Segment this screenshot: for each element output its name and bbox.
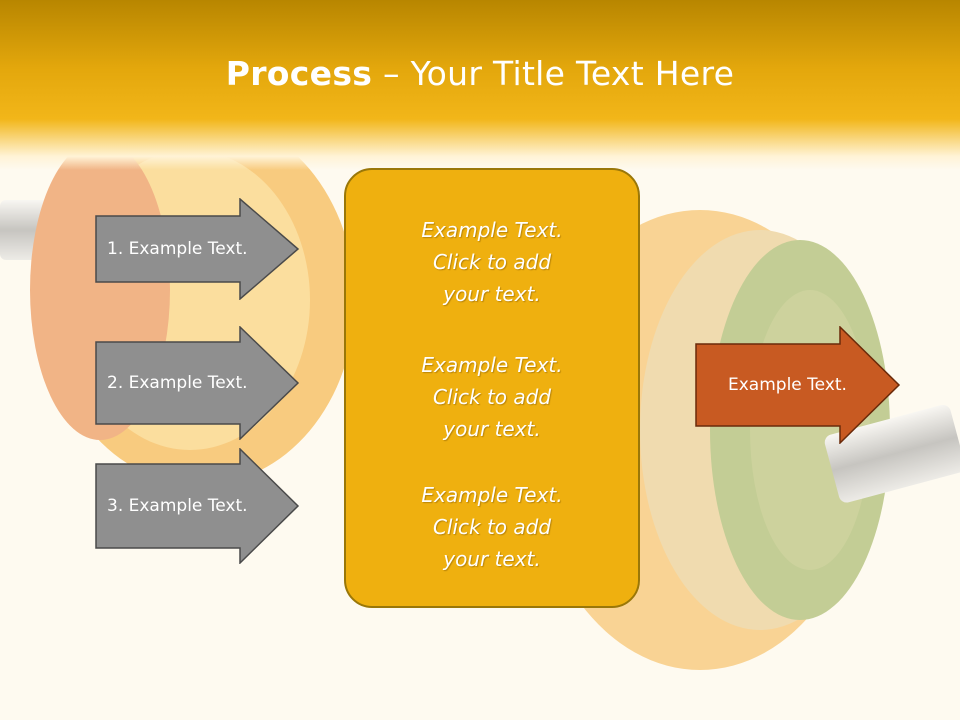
slide-title[interactable]: Process – Your Title Text Here [0,54,960,93]
left-arrow-3-label: 3. Example Text. [107,496,248,516]
center-block-3-line1: Example Text. [421,483,563,507]
center-block-3: Example Text. Click to add your text. [346,479,638,575]
title-rest: – Your Title Text Here [372,54,735,93]
center-block-1-line2: Click to add [432,250,552,274]
right-arrow-shape-icon [95,198,300,300]
right-arrow[interactable]: Example Text. [695,326,901,444]
right-arrow-label: Example Text. [728,375,847,395]
center-block-2-line3: your text. [443,417,541,441]
left-arrow-1[interactable]: 1. Example Text. [95,198,300,300]
right-arrow-shape-icon [695,326,901,444]
center-text-box[interactable]: Example Text. Click to add your text. Ex… [344,168,640,608]
center-block-3-line3: your text. [443,547,541,571]
center-block-2-line1: Example Text. [421,353,563,377]
left-arrow-1-label: 1. Example Text. [107,239,248,259]
title-band [0,0,960,170]
title-bold: Process [225,54,373,93]
center-block-1-line1: Example Text. [421,218,563,242]
center-block-3-line2: Click to add [432,515,552,539]
center-block-1-line3: your text. [443,282,541,306]
center-block-2-line2: Click to add [432,385,552,409]
right-arrow-shape-icon [95,448,300,564]
center-block-1: Example Text. Click to add your text. [346,214,638,310]
left-arrow-3[interactable]: 3. Example Text. [95,448,300,564]
right-arrow-shape-icon [95,326,300,440]
center-block-2: Example Text. Click to add your text. [346,349,638,445]
left-arrow-2-label: 2. Example Text. [107,373,248,393]
left-arrow-2[interactable]: 2. Example Text. [95,326,300,440]
